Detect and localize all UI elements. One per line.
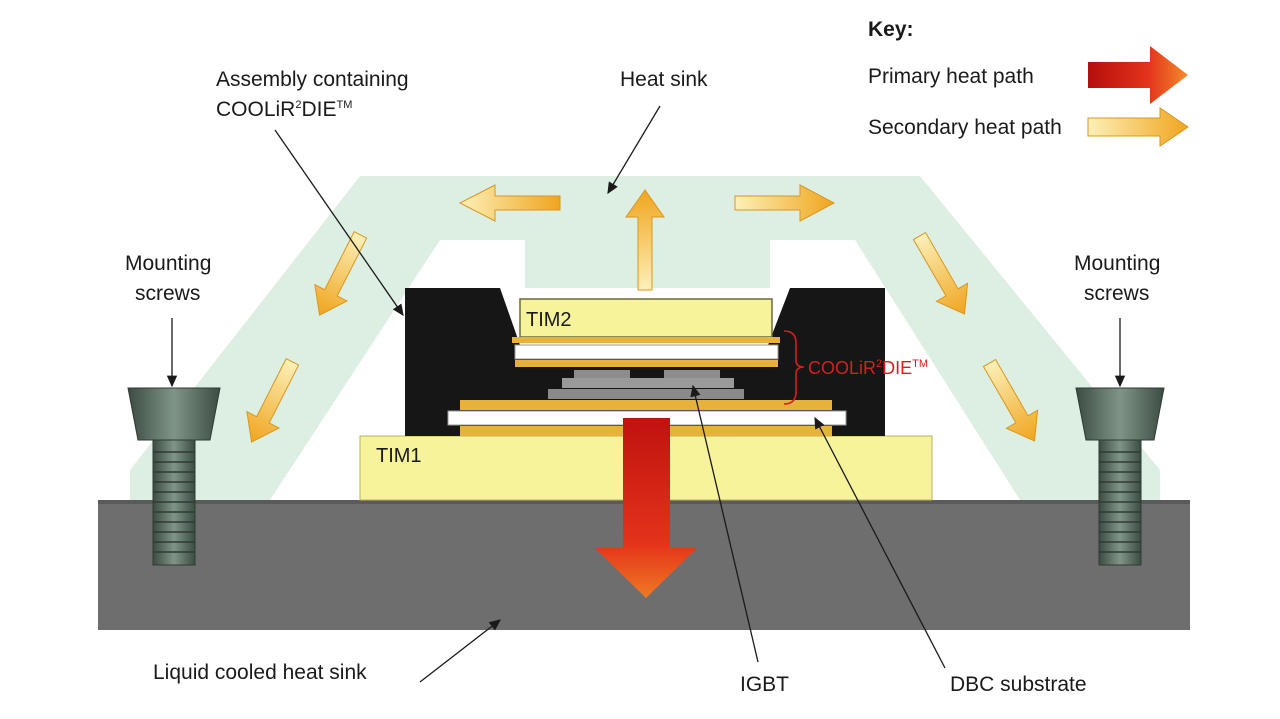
mounting-left-line1: Mounting — [125, 252, 211, 275]
key-title: Key: — [868, 18, 914, 41]
leader-liquid-sink — [419, 619, 502, 683]
leader-assembly — [274, 129, 404, 317]
top-gold-layer — [512, 337, 780, 343]
assembly-label-line1: Assembly containing — [216, 68, 409, 91]
top-white-layer — [514, 344, 779, 360]
coolir-die-label: COOLiR2DIETM — [808, 358, 928, 378]
tim2-label: TIM2 — [526, 309, 572, 331]
primary-arrow-down — [595, 418, 697, 598]
leader-igbt — [690, 384, 759, 663]
coolir-die-brace — [783, 330, 805, 405]
leader-heat-sink — [607, 105, 661, 195]
igbt-die-base — [548, 389, 744, 399]
mounting-screw-right — [1075, 387, 1165, 566]
igbt-label: IGBT — [740, 673, 789, 696]
dbc-gold-upper — [460, 400, 832, 410]
secondary-arrow-right-upper — [912, 231, 969, 315]
igbt-contact-left — [574, 370, 630, 378]
mounting-right-line1: Mounting — [1074, 252, 1160, 275]
tim1-label: TIM1 — [376, 445, 422, 467]
igbt-contact-right — [664, 370, 720, 378]
assembly-label-line2: COOLiR2DIETM — [216, 98, 352, 121]
secondary-arrow-top-left — [458, 184, 561, 222]
key-secondary-arrow — [1087, 107, 1189, 147]
leader-dbc — [814, 416, 946, 669]
secondary-arrow-left-lower — [246, 358, 300, 443]
key-primary-label: Primary heat path — [868, 65, 1034, 88]
mounting-left-line2: screws — [135, 282, 200, 305]
liquid-sink-label: Liquid cooled heat sink — [153, 661, 367, 684]
mounting-screw-left — [127, 387, 221, 566]
key-primary-arrow — [1088, 46, 1188, 104]
igbt-die — [562, 378, 734, 388]
heat-sink-label: Heat sink — [620, 68, 708, 91]
top-gold-layer-2 — [515, 360, 778, 367]
secondary-arrow-left-upper — [314, 231, 368, 316]
key-secondary-label: Secondary heat path — [868, 116, 1062, 139]
mounting-right-line2: screws — [1084, 282, 1149, 305]
dbc-label: DBC substrate — [950, 673, 1087, 696]
secondary-arrow-top-right — [734, 184, 836, 222]
secondary-arrow-right-lower — [982, 358, 1039, 442]
secondary-arrow-up — [625, 189, 665, 291]
